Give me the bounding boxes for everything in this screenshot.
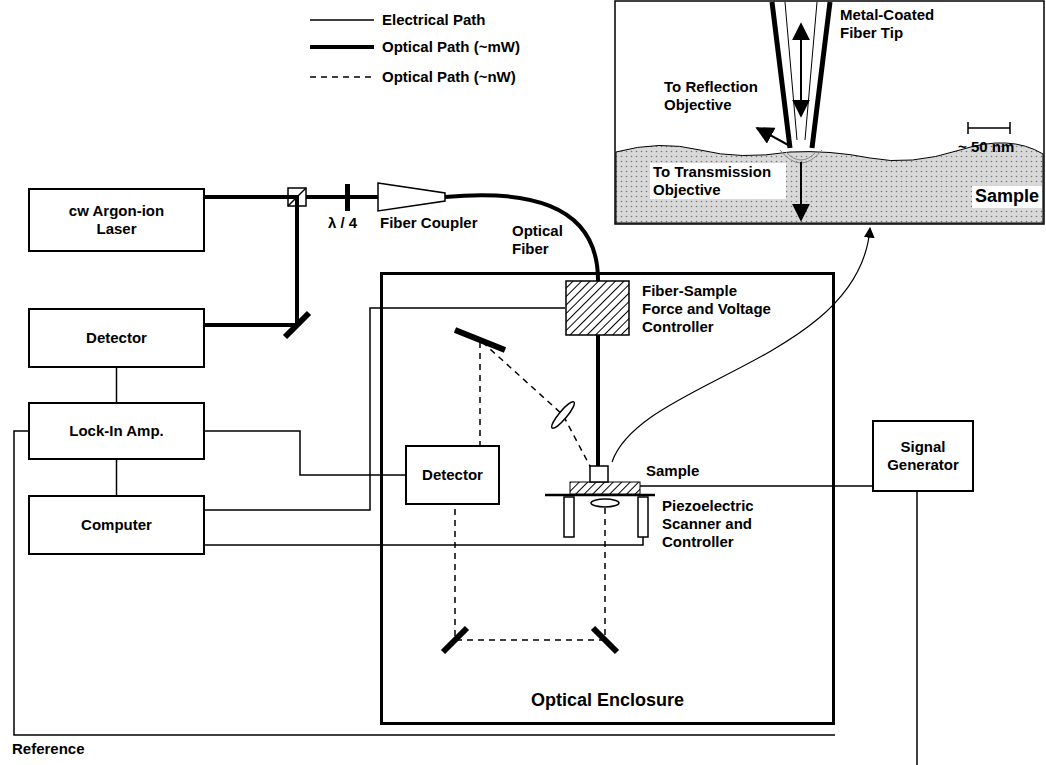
component-label: Optical Fiber bbox=[512, 222, 576, 258]
legend-row: Optical Path (~nW) bbox=[310, 67, 516, 87]
box-label: Signal Generator bbox=[874, 438, 972, 474]
controller-block bbox=[566, 281, 629, 335]
box-label: Detector bbox=[416, 466, 489, 484]
transmission-lens bbox=[591, 499, 619, 507]
lock-in-box: Lock-In Amp. bbox=[28, 402, 205, 460]
reflection-arrow bbox=[757, 128, 790, 146]
piezo-leg bbox=[638, 497, 648, 537]
controller-box: Fiber-Sample Force and Voltage Controlle… bbox=[565, 280, 630, 336]
box-label: Fiber-Sample Force and Voltage Controlle… bbox=[636, 282, 788, 336]
electrical-wire bbox=[205, 431, 405, 475]
legend-text: Optical Path (~nW) bbox=[382, 68, 516, 86]
electrical-wire bbox=[640, 485, 872, 487]
inset-label: Metal-Coated Fiber Tip bbox=[840, 6, 952, 42]
reference-wire bbox=[14, 431, 835, 735]
dither-arrow bbox=[800, 24, 802, 116]
optical-beam bbox=[205, 197, 297, 325]
legend-line bbox=[310, 76, 374, 78]
electrical-wire bbox=[205, 308, 565, 510]
piezo-leg bbox=[564, 497, 574, 537]
transmitted-light-path bbox=[455, 505, 605, 640]
box-label: Computer bbox=[75, 516, 158, 534]
legend-row: Optical Path (~mW) bbox=[310, 37, 520, 57]
quarter-wave-plate bbox=[345, 184, 350, 211]
transmission-arrow bbox=[800, 162, 802, 220]
box-label: Lock-In Amp. bbox=[63, 422, 169, 440]
scale-bar bbox=[968, 122, 1010, 134]
electrical-wire bbox=[205, 537, 643, 545]
component-label: Sample bbox=[646, 462, 706, 480]
fiber-core bbox=[785, 2, 817, 140]
inset-label: To Reflection Objective bbox=[664, 78, 764, 114]
scale-label: ~ 50 nm bbox=[958, 138, 1034, 156]
electrical-wire bbox=[116, 460, 118, 495]
optical-enclosure: Optical Enclosure Fiber-Sample Force and … bbox=[380, 272, 835, 725]
mirror bbox=[593, 628, 617, 652]
component-label: Piezoelectric Scanner and Controller bbox=[662, 497, 794, 551]
legend-sample bbox=[310, 71, 378, 83]
legend-line bbox=[310, 45, 374, 49]
legend-sample bbox=[310, 14, 378, 26]
inset-frame bbox=[615, 1, 1044, 224]
detector-box: Detector bbox=[405, 445, 500, 505]
legend-text: Electrical Path bbox=[382, 11, 485, 29]
signal-label: Reference bbox=[12, 740, 112, 758]
box-label: Detector bbox=[80, 329, 153, 347]
zoom-pointer bbox=[612, 228, 870, 462]
fiber-coupler bbox=[378, 183, 445, 211]
mirror bbox=[443, 628, 467, 652]
computer-box: Computer bbox=[28, 495, 205, 555]
optical-beam bbox=[306, 195, 378, 199]
reflection-lens bbox=[549, 399, 577, 430]
component-label: Fiber Coupler bbox=[380, 214, 492, 232]
enclosure-title: Optical Enclosure bbox=[531, 690, 684, 722]
signal-generator-box: Signal Generator bbox=[872, 420, 974, 492]
electrical-wire bbox=[916, 492, 918, 765]
legend-sample bbox=[310, 41, 378, 53]
fiber-tip-holder bbox=[590, 466, 608, 482]
controller-hatch bbox=[565, 280, 630, 336]
box-label: cw Argon-ion Laser bbox=[56, 202, 178, 238]
laser-box: cw Argon-ion Laser bbox=[28, 188, 205, 252]
component-label: λ / 4 bbox=[328, 214, 372, 232]
legend-row: Electrical Path bbox=[310, 10, 485, 30]
near-field-glow bbox=[780, 150, 822, 163]
inset-label: To Transmission Objective bbox=[650, 163, 786, 199]
detector-box: Detector bbox=[28, 308, 205, 368]
legend-text: Optical Path (~mW) bbox=[382, 38, 520, 56]
reflected-light-path bbox=[480, 340, 592, 470]
sample bbox=[570, 482, 640, 494]
metal-coating bbox=[772, 2, 830, 148]
legend-line bbox=[310, 19, 374, 21]
inset-label: Sample bbox=[972, 186, 1042, 208]
electrical-wire bbox=[116, 368, 118, 402]
